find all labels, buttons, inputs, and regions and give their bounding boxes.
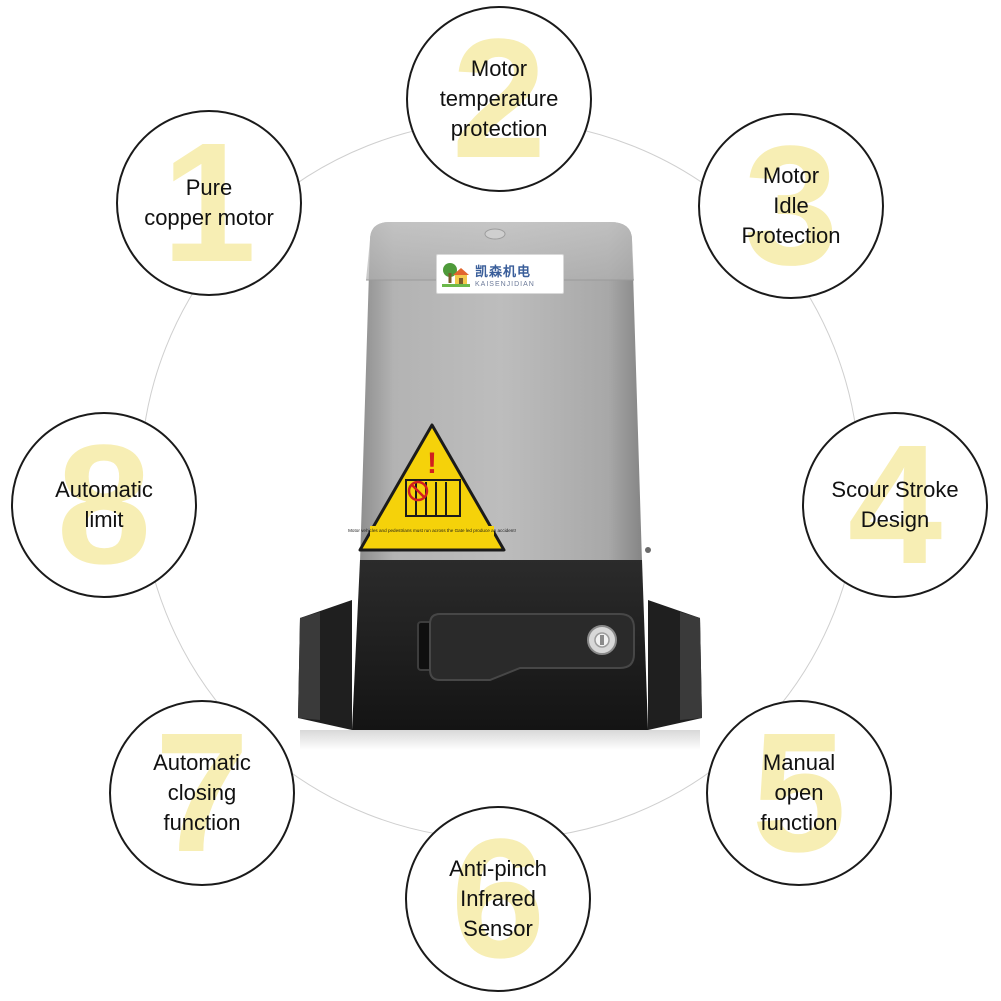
feature-label: Automatic limit xyxy=(55,477,153,532)
brand-label: 凯森机电 KAISENJIDIAN xyxy=(436,254,564,294)
house-logo-icon xyxy=(442,263,470,287)
feature-label: Scour Stroke Design xyxy=(831,477,959,532)
feature-circle-8: 8 Automatic limit xyxy=(11,412,197,598)
feature-circle-7: 7 Automatic closing function xyxy=(109,700,295,886)
feature-label: Motor temperature protection xyxy=(439,56,559,141)
feature-circle-1: 1 Pure copper motor xyxy=(116,110,302,296)
top-cap-icon xyxy=(484,228,506,240)
feature-number: 4 xyxy=(847,412,943,598)
feature-label: Motor Idle Protection xyxy=(741,163,841,248)
feature-number: 2 xyxy=(451,6,547,192)
feature-number: 1 xyxy=(161,110,257,296)
warning-caption: Motor vehicles and pedestrians must run … xyxy=(348,528,516,533)
feature-circle-3: 3 Motor Idle Protection xyxy=(698,113,884,299)
feature-label: Manual open function xyxy=(760,750,838,835)
feature-circle-2: 2 Motor temperature protection xyxy=(406,6,592,192)
manual-release-lever xyxy=(429,613,635,681)
gate-opener-motor: ! Motor vehicles and pedestrians must ru… xyxy=(290,210,710,750)
brand-name-cn: 凯森机电 xyxy=(475,263,532,279)
feature-circle-4: 4 Scour Stroke Design xyxy=(802,412,988,598)
floor-shadow xyxy=(300,730,700,750)
feature-number: 5 xyxy=(751,700,847,886)
gate-opener-illustration: ! Motor vehicles and pedestrians must ru… xyxy=(298,222,702,750)
feature-circle-5: 5 Manual open function xyxy=(706,700,892,886)
svg-text:!: ! xyxy=(427,447,437,480)
feature-number: 6 xyxy=(450,806,546,992)
feature-number: 7 xyxy=(154,700,250,886)
feature-label: Pure copper motor xyxy=(144,175,274,230)
feature-number: 3 xyxy=(743,113,839,299)
feature-circle-6: 6 Anti-pinch Infrared Sensor xyxy=(405,806,591,992)
feature-number: 8 xyxy=(56,412,152,598)
feature-label: Anti-pinch Infrared Sensor xyxy=(449,856,547,941)
warning-triangle-icon: ! Motor vehicles and pedestrians must ru… xyxy=(348,423,516,552)
feature-label: Automatic closing function xyxy=(153,750,251,835)
brand-name-en: KAISENJIDIAN xyxy=(475,280,535,288)
